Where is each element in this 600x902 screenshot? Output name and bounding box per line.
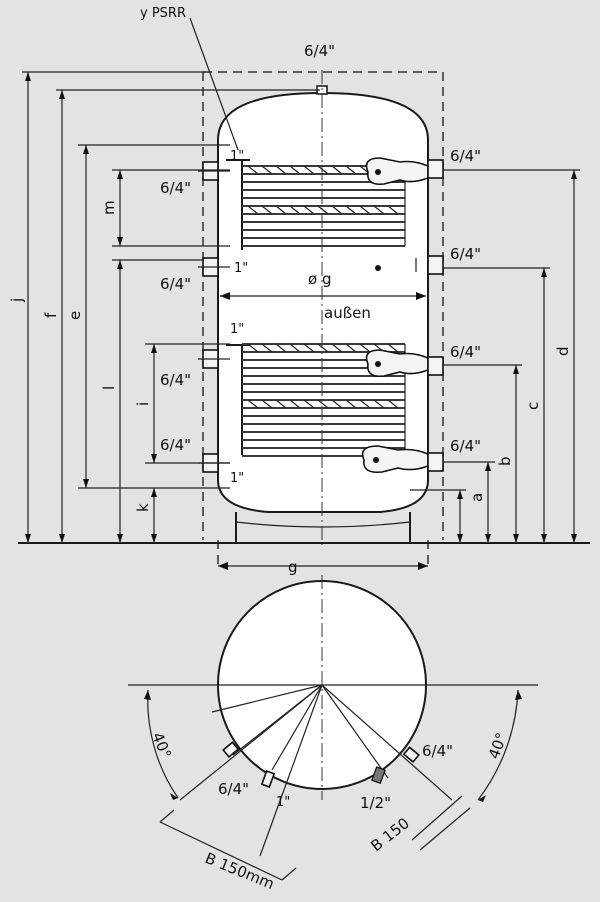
right-fitting-label-2: 6/4" [450, 245, 481, 263]
psrr-label: y PSRR [140, 6, 186, 21]
width-dimension [218, 562, 428, 570]
plan-fit-right-small: 1/2" [360, 794, 391, 812]
plan-dist-left: B 150mm [203, 849, 277, 893]
left-inner-label-3: 1" [230, 322, 244, 337]
left-fitting-label-1: 6/4" [160, 179, 191, 197]
left-inner-label-1: 1" [230, 149, 244, 164]
width-g-label: g [288, 558, 298, 576]
dim-k: k [134, 503, 152, 512]
right-fitting-label-4: 6/4" [450, 437, 481, 455]
dim-c: c [524, 402, 542, 410]
dim-m: m [100, 200, 118, 215]
right-dimension-lines [410, 169, 580, 543]
upper-heat-exchanger-coil [226, 159, 406, 250]
dim-l: l [100, 386, 118, 390]
dim-j: j [8, 298, 26, 303]
plan-view [128, 575, 538, 881]
dim-f: f [42, 312, 60, 318]
coil-connection-lobes [361, 157, 429, 474]
left-fitting-label-3: 6/4" [160, 371, 191, 389]
left-inner-label-2: 1" [234, 261, 248, 276]
dim-e: e [66, 311, 84, 320]
left-inner-label-4: 1" [230, 471, 244, 486]
plan-angle-right: 40° [485, 730, 511, 761]
right-fittings [415, 159, 444, 472]
left-fitting-label-4: 6/4" [160, 436, 191, 454]
psrr-leader [189, 17, 239, 151]
plan-fit-left: 6/4" [218, 780, 249, 798]
outer-word-label: außen [324, 304, 371, 322]
dim-d: d [554, 346, 572, 356]
plan-angle-left: 40° [148, 730, 175, 761]
dim-b: b [496, 456, 514, 466]
plan-dist-right: B 150 [367, 814, 413, 855]
outer-diameter-label: ø g [308, 270, 331, 288]
plan-fit-right: 6/4" [422, 742, 453, 760]
left-fitting-label-2: 6/4" [160, 275, 191, 293]
plan-fit-left-small: 1" [276, 795, 290, 810]
left-dimension-lines [22, 71, 320, 543]
left-angle-arc [147, 689, 179, 799]
right-angle-arc [477, 689, 519, 801]
dim-a: a [468, 493, 486, 502]
tank-feet [235, 512, 411, 543]
top-connection-label: 6/4" [304, 42, 335, 60]
right-fitting-label-1: 6/4" [450, 147, 481, 165]
right-fitting-label-3: 6/4" [450, 343, 481, 361]
dim-i: i [134, 402, 152, 406]
lower-heat-exchanger-coil [226, 343, 406, 460]
